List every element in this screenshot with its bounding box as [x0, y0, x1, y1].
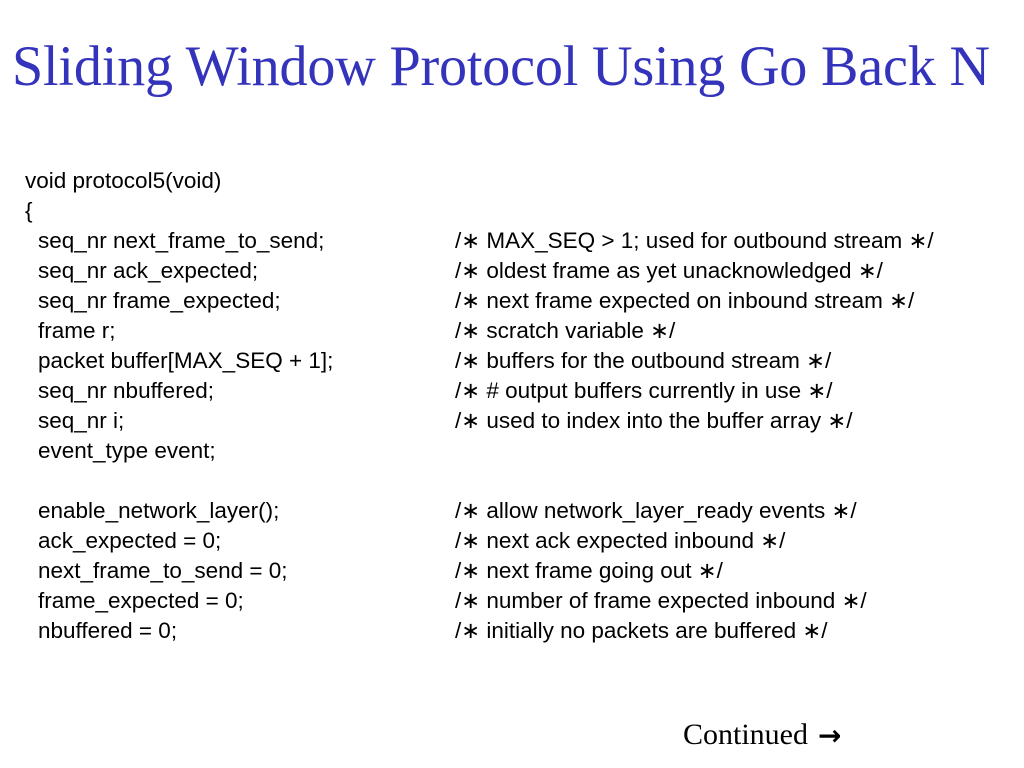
code-statement: seq_nr next_frame_to_send; — [38, 228, 325, 253]
code-line: { — [0, 196, 1024, 226]
code-line: void protocol5(void) — [0, 166, 1024, 196]
code-comment: /∗ allow network_layer_ready events ∗/ — [455, 498, 857, 523]
code-comment: /∗ initially no packets are buffered ∗/ — [455, 618, 828, 643]
code-comment: /∗ MAX_SEQ > 1; used for outbound stream… — [455, 228, 934, 253]
code-line: packet buffer[MAX_SEQ + 1]; /∗ buffers fo… — [0, 346, 1024, 376]
code-statement: seq_nr nbuffered; — [38, 378, 214, 403]
code-comment: /∗ next frame going out ∗/ — [455, 558, 723, 583]
code-statement: packet buffer[MAX_SEQ + 1]; — [38, 348, 334, 373]
code-line: event_type event; — [0, 436, 1024, 466]
code-line: seq_nr ack_expected; /∗ oldest frame as y… — [0, 256, 1024, 286]
continued-label: Continued — [683, 718, 808, 751]
code-line: seq_nr nbuffered; /∗ # output buffers cur… — [0, 376, 1024, 406]
code-statement: nbuffered = 0; — [38, 618, 178, 643]
code-line: seq_nr next_frame_to_send; /∗ MAX_SEQ > 1… — [0, 226, 1024, 256]
code-comment: /∗ # output buffers currently in use ∗/ — [455, 378, 833, 403]
code-statement: void protocol5(void) — [25, 168, 222, 193]
code-statement: seq_nr ack_expected; — [38, 258, 259, 283]
code-line: nbuffered = 0; /∗ initially no packets ar… — [0, 616, 1024, 646]
code-line — [0, 466, 1024, 496]
code-comment: /∗ next frame expected on inbound stream… — [455, 288, 915, 313]
code-comment: /∗ used to index into the buffer array ∗… — [455, 408, 853, 433]
code-line: seq_nr i; /∗ used to index into the buffe… — [0, 406, 1024, 436]
code-statement: seq_nr frame_expected; — [38, 288, 281, 313]
code-line: seq_nr frame_expected; /∗ next frame expe… — [0, 286, 1024, 316]
code-statement: seq_nr i; — [38, 408, 125, 433]
code-statement: frame_expected = 0; — [38, 588, 244, 613]
continued-footer: Continued → — [683, 716, 841, 755]
code-statement: ack_expected = 0; — [38, 528, 222, 553]
code-line: frame_expected = 0; /∗ number of frame ex… — [0, 586, 1024, 616]
page-title: Sliding Window Protocol Using Go Back N — [12, 35, 990, 98]
code-statement: frame r; — [38, 318, 116, 343]
code-statement: next_frame_to_send = 0; — [38, 558, 288, 583]
code-comment: /∗ oldest frame as yet unacknowledged ∗/ — [455, 258, 883, 283]
code-comment: /∗ scratch variable ∗/ — [455, 318, 676, 343]
code-statement: enable_network_layer(); — [38, 498, 280, 523]
code-comment: /∗ next ack expected inbound ∗/ — [455, 528, 786, 553]
code-line: next_frame_to_send = 0; /∗ next frame goi… — [0, 556, 1024, 586]
code-comment: /∗ buffers for the outbound stream ∗/ — [455, 348, 832, 373]
code-line: frame r; /∗ scratch variable ∗/ — [0, 316, 1024, 346]
code-listing: void protocol5(void){seq_nr next_frame_t… — [0, 166, 1024, 646]
code-comment: /∗ number of frame expected inbound ∗/ — [455, 588, 867, 613]
code-line: ack_expected = 0; /∗ next ack expected in… — [0, 526, 1024, 556]
right-arrow-icon: → — [818, 719, 842, 752]
code-statement: event_type event; — [38, 438, 216, 463]
code-statement: { — [25, 198, 33, 223]
code-line: enable_network_layer(); /∗ allow network_… — [0, 496, 1024, 526]
